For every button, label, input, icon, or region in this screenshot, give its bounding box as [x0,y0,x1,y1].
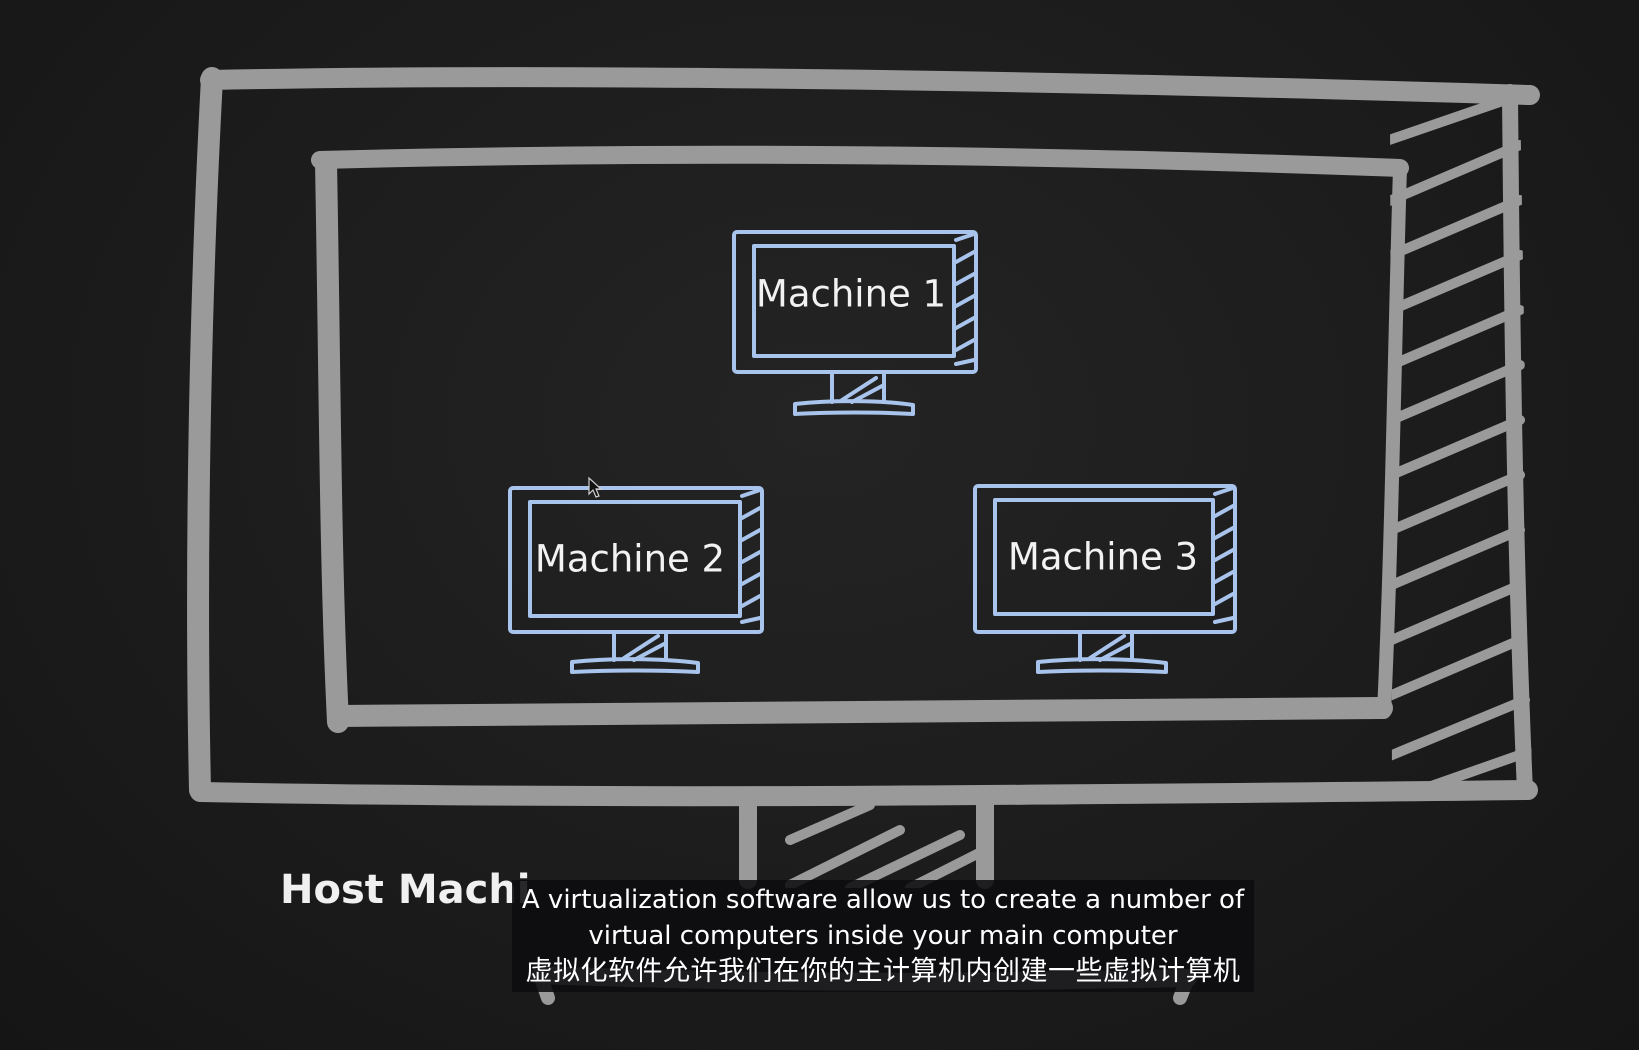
host-machine-label: Host Machi [280,867,531,913]
mouse-cursor-icon [588,476,603,498]
subtitle-line-en-2: virtual computers inside your main compu… [588,921,1178,951]
machine-2-monitor [508,486,764,674]
machine-3-monitor [973,484,1237,674]
machine-2-label: Machine 2 [535,538,725,581]
subtitle-line-en-1: A virtualization software allow us to cr… [521,885,1245,915]
machine-1-label: Machine 1 [756,273,946,316]
host-monitor [187,67,1540,1005]
host-hatching [1390,92,1532,790]
machine-1-monitor [732,230,978,416]
subtitle-caption: A virtualization software allow us to cr… [512,880,1254,992]
subtitle-line-zh: 虚拟化软件允许我们在你的主计算机内创建一些虚拟计算机 [525,956,1241,987]
machine-3-label: Machine 3 [1008,536,1198,579]
